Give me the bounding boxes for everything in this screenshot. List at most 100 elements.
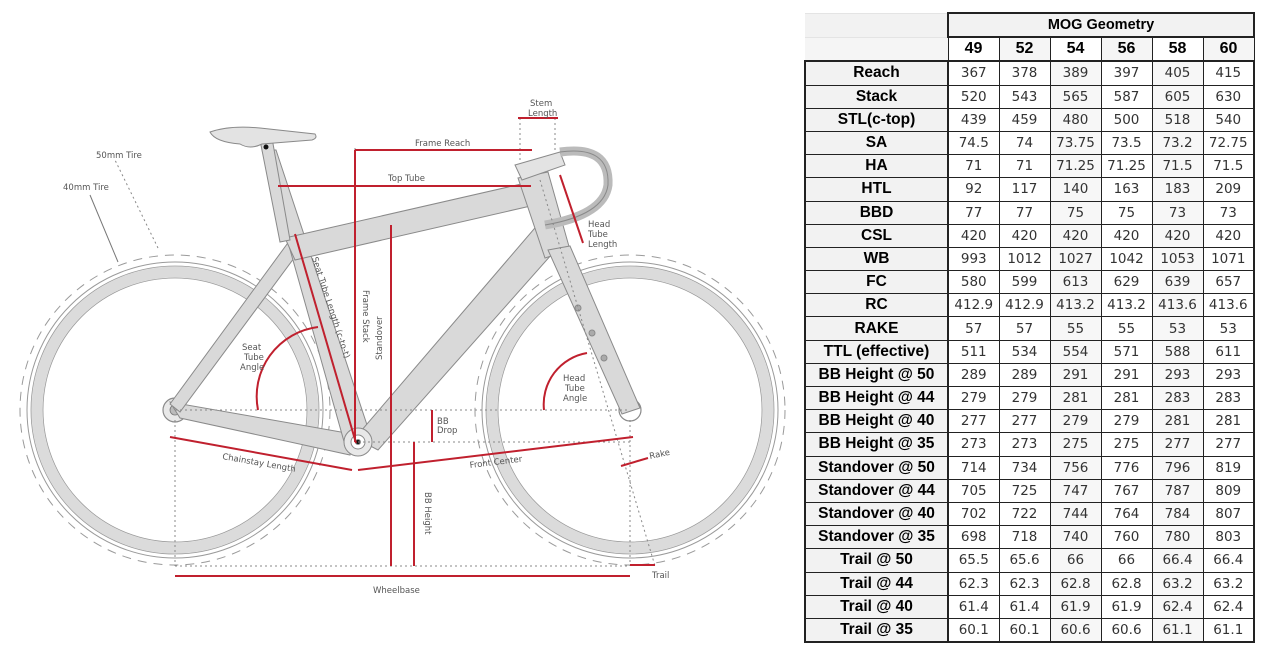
- table-cell: 439: [947, 107, 1000, 132]
- label-rake: Rake: [649, 448, 671, 462]
- row-label: STL(c-top): [804, 107, 949, 132]
- table-cell: 413.2: [1049, 293, 1102, 318]
- table-cell: 705: [947, 478, 1000, 503]
- table-cell: 803: [1202, 525, 1255, 550]
- row-label: HTL: [804, 177, 949, 202]
- row-label: CSL: [804, 223, 949, 248]
- size-header-49: 49: [947, 36, 1000, 62]
- table-cell: 71.25: [1100, 154, 1153, 179]
- row-label: BBD: [804, 200, 949, 225]
- table-cell: 776: [1100, 455, 1153, 480]
- table-cell: 420: [998, 223, 1051, 248]
- label-frame-reach: Frame Reach: [415, 139, 470, 149]
- front-center-line: [357, 436, 634, 471]
- table-cell: 273: [947, 432, 1000, 457]
- table-cell: 71.25: [1049, 154, 1102, 179]
- bike-illustration: 50mm Tire 40mm Tire Stem Length Frame Re…: [19, 99, 786, 596]
- table-cell: 588: [1151, 339, 1204, 364]
- table-cell: 53: [1151, 316, 1204, 341]
- table-cell: 277: [998, 409, 1051, 434]
- table-cell: 480: [1049, 107, 1102, 132]
- row-label: WB: [804, 246, 949, 272]
- table-cell: 117: [998, 177, 1051, 202]
- table-cell: 74.5: [947, 130, 1000, 156]
- table-cell: 277: [1151, 432, 1204, 457]
- label-seat-tube-angle: Seat: [242, 343, 262, 353]
- row-label: SA: [804, 130, 949, 156]
- table-cell: 71: [998, 154, 1051, 179]
- saddle: [209, 126, 317, 148]
- label-seat-tube-angle-3: Angle: [240, 363, 264, 373]
- table-cell: 279: [947, 385, 1000, 411]
- table-cell: 75: [1049, 200, 1102, 225]
- table-cell: 587: [1100, 84, 1153, 109]
- row-label: Trail @ 40: [804, 594, 949, 619]
- row-label: Reach: [804, 60, 949, 86]
- table-cell: 420: [1100, 223, 1153, 248]
- table-cell: 60.6: [1049, 617, 1102, 644]
- row-label: RAKE: [804, 316, 949, 341]
- label-head-tube-angle: Head: [563, 374, 585, 384]
- rake-line: [620, 457, 649, 467]
- row-label: Trail @ 44: [804, 571, 949, 596]
- table-cell: 993: [947, 246, 1000, 272]
- table-cell: 580: [947, 270, 1000, 295]
- table-cell: 725: [998, 478, 1051, 503]
- table-cell: 412.9: [947, 293, 1000, 318]
- head-tube-angle-arc: [542, 352, 588, 411]
- table-cell: 73.2: [1151, 130, 1204, 156]
- table-cell: 511: [947, 339, 1000, 364]
- label-trail: Trail: [651, 571, 669, 581]
- table-cell: 73: [1202, 200, 1255, 225]
- table-cell: 599: [998, 270, 1051, 295]
- table-cell: 63.2: [1202, 571, 1255, 596]
- table-cell: 807: [1202, 501, 1255, 527]
- label-50mm-tire: 50mm Tire: [96, 151, 142, 161]
- label-stem-length: Stem: [530, 99, 552, 109]
- table-cell: 1053: [1151, 246, 1204, 272]
- table-cell: 277: [947, 409, 1000, 434]
- table-cell: 283: [1151, 385, 1204, 411]
- table-cell: 62.4: [1151, 594, 1204, 619]
- table-cell: 61.1: [1151, 617, 1204, 644]
- table-cell: 413.6: [1151, 293, 1204, 318]
- row-label: RC: [804, 293, 949, 318]
- table-cell: 55: [1049, 316, 1102, 341]
- table-cell: 66: [1049, 548, 1102, 573]
- table-cell: 740: [1049, 525, 1102, 550]
- table-cell: 420: [947, 223, 1000, 248]
- row-label: TTL (effective): [804, 339, 949, 364]
- table-cell: 744: [1049, 501, 1102, 527]
- table-cell: 273: [998, 432, 1051, 457]
- table-cell: 275: [1049, 432, 1102, 457]
- table-cell: 540: [1202, 107, 1255, 132]
- table-cell: 61.9: [1049, 594, 1102, 619]
- row-label: Stack: [804, 84, 949, 109]
- table-cell: 77: [998, 200, 1051, 225]
- label-bb-drop: BB: [437, 417, 449, 427]
- table-cell: 500: [1100, 107, 1153, 132]
- label-frame-stack: Frame Stack: [360, 290, 370, 343]
- table-cell: 291: [1100, 362, 1153, 388]
- table-cell: 389: [1049, 60, 1102, 86]
- table-cell: 722: [998, 501, 1051, 527]
- table-cell: 796: [1151, 455, 1204, 480]
- table-cell: 275: [1100, 432, 1153, 457]
- table-cell: 718: [998, 525, 1051, 550]
- table-cell: 518: [1151, 107, 1204, 132]
- table-cell: 279: [1100, 409, 1153, 434]
- table-cell: 60.1: [947, 617, 1000, 644]
- table-cell: 760: [1100, 525, 1153, 550]
